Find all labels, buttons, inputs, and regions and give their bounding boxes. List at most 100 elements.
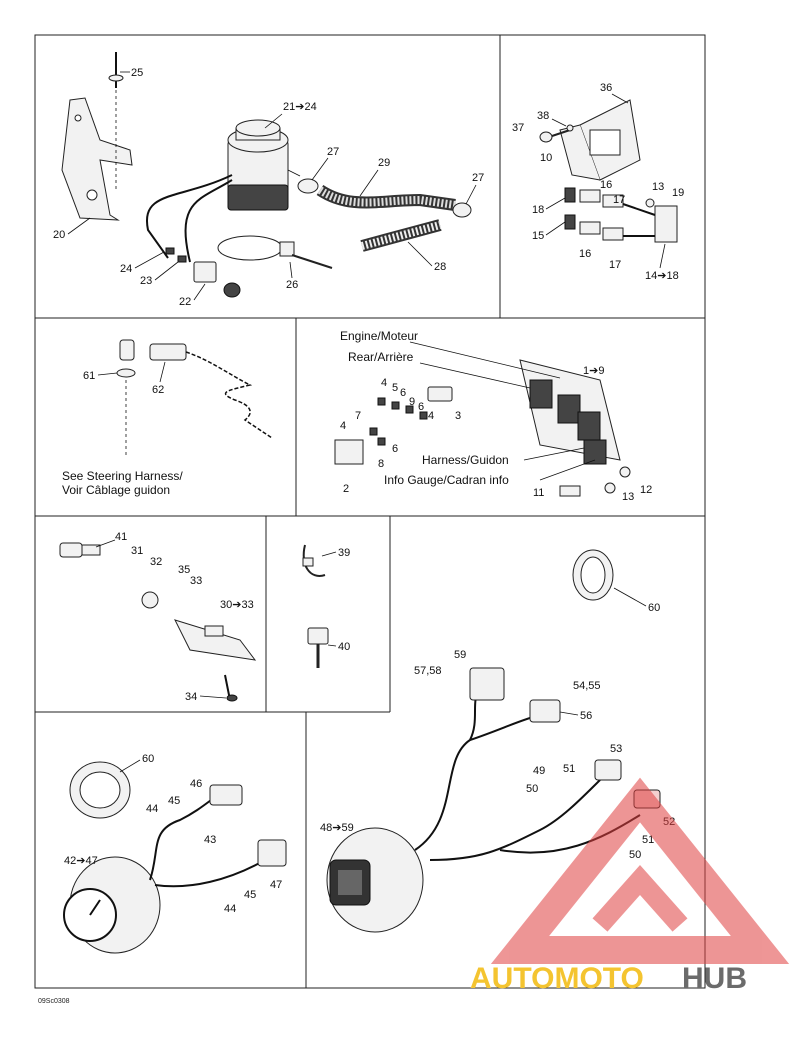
label-27b: 27 xyxy=(472,172,484,184)
watermark-logo xyxy=(490,777,790,964)
label-22: 22 xyxy=(179,296,191,308)
label-6c: 6 xyxy=(392,443,398,455)
connector-11 xyxy=(559,485,581,497)
label-27a: 27 xyxy=(327,146,339,158)
label-6b: 6 xyxy=(418,401,424,413)
label-17a: 17 xyxy=(613,194,625,206)
screw-37 xyxy=(539,124,574,143)
label-47: 47 xyxy=(270,879,282,891)
pump-body xyxy=(227,119,301,211)
label-40: 40 xyxy=(338,641,350,653)
label-26: 26 xyxy=(286,279,298,291)
clamp-27b xyxy=(452,202,472,218)
label-10: 10 xyxy=(540,152,552,164)
label-17b: 17 xyxy=(609,259,621,271)
label-23: 23 xyxy=(140,275,152,287)
clip-40 xyxy=(307,627,329,668)
label-53: 53 xyxy=(610,743,622,755)
connector-47 xyxy=(257,839,287,867)
labels-panel-d: Engine/Moteur Rear/Arrière Harness/Guido… xyxy=(340,329,652,503)
label-15: 15 xyxy=(532,230,544,242)
label-25: 25 xyxy=(131,67,143,79)
label-7: 7 xyxy=(355,410,361,422)
label-14: 14➔18 xyxy=(645,270,679,282)
label-5: 5 xyxy=(392,382,398,394)
label-32: 32 xyxy=(150,556,162,568)
label-44b: 44 xyxy=(224,903,236,915)
fuses-small xyxy=(334,386,453,465)
label-60b: 60 xyxy=(142,753,154,765)
ring-60b xyxy=(69,761,131,819)
relays xyxy=(564,187,678,243)
label-33a: 33 xyxy=(190,575,202,587)
label-4247: 42➔47 xyxy=(64,855,98,867)
text-harness: Harness/Guidon xyxy=(422,453,509,467)
label-51b: 51 xyxy=(642,834,654,846)
connector-53 xyxy=(594,759,622,781)
hose-29 xyxy=(316,184,456,211)
labels-panel-h: 46 45 44 43 47 45 44 42➔47 xyxy=(64,778,282,915)
label-18: 18 xyxy=(532,204,544,216)
watermark-part1: AUTOMOTO xyxy=(470,962,644,995)
screw-25 xyxy=(108,52,124,190)
see-steering-line1: See Steering Harness/ xyxy=(62,469,183,483)
see-steering-line2: Voir Câblage guidon xyxy=(62,483,170,497)
label-56: 56 xyxy=(580,710,592,722)
label-4c: 4 xyxy=(340,420,346,432)
connector-22 xyxy=(193,261,241,298)
label-1: 1➔9 xyxy=(583,365,604,377)
label-4b: 4 xyxy=(428,410,434,422)
labels-panel-c: 61 62 See Steering Harness/ Voir Câblage… xyxy=(62,361,183,497)
label-8: 8 xyxy=(378,458,384,470)
clamp-27 xyxy=(297,178,319,194)
digital-gauge-48 xyxy=(326,827,424,933)
connector-57-58 xyxy=(469,667,505,701)
switch-assembly xyxy=(59,542,257,702)
connector-46 xyxy=(209,784,243,806)
panel-grid xyxy=(34,34,706,989)
label-6a: 6 xyxy=(400,387,406,399)
label-35: 35 xyxy=(178,564,190,576)
fuse-box-36 xyxy=(559,99,641,181)
label-21: 21➔24 xyxy=(283,101,317,113)
text-info-gauge: Info Gauge/Cadran info xyxy=(384,473,509,487)
tie-26 xyxy=(217,235,333,269)
label-45b: 45 xyxy=(244,889,256,901)
label-13a: 13 xyxy=(652,181,664,193)
ring-60 xyxy=(572,549,614,601)
label-59: 59 xyxy=(454,649,466,661)
pump-wire xyxy=(145,174,233,259)
bracket-part xyxy=(61,97,133,221)
gauge-harness-3 xyxy=(429,779,601,861)
label-12: 12 xyxy=(640,484,652,496)
label-62: 62 xyxy=(152,384,164,396)
label-34: 34 xyxy=(185,691,197,703)
label-39: 39 xyxy=(338,547,350,559)
label-24: 24 xyxy=(120,263,132,275)
label-61: 61 xyxy=(83,370,95,382)
label-38: 38 xyxy=(537,110,549,122)
label-43: 43 xyxy=(204,834,216,846)
label-44a: 44 xyxy=(146,803,158,815)
label-29: 29 xyxy=(378,157,390,169)
text-rear: Rear/Arrière xyxy=(348,350,414,364)
label-60a: 60 xyxy=(648,602,660,614)
label-46: 46 xyxy=(190,778,202,790)
label-4859: 48➔59 xyxy=(320,822,354,834)
label-30: 30➔33 xyxy=(220,599,254,611)
label-20: 20 xyxy=(53,229,65,241)
hose-28 xyxy=(360,219,442,252)
label-16b: 16 xyxy=(579,248,591,260)
label-4a: 4 xyxy=(381,377,387,389)
module-1-9 xyxy=(519,359,621,465)
label-3: 3 xyxy=(455,410,461,422)
label-50a: 50 xyxy=(526,783,538,795)
labels-panel-a: 25 21➔24 27 29 27 20 24 23 28 26 22 xyxy=(53,67,484,308)
label-13b: 13 xyxy=(622,491,634,503)
label-5455: 54,55 xyxy=(573,680,601,692)
watermark-part2: HUB xyxy=(682,962,747,995)
label-2: 2 xyxy=(343,483,349,495)
label-5758: 57,58 xyxy=(414,665,442,677)
labels-panel-g: 59 57,58 54,55 56 53 49 51 50 52 51 50 4… xyxy=(320,649,675,861)
